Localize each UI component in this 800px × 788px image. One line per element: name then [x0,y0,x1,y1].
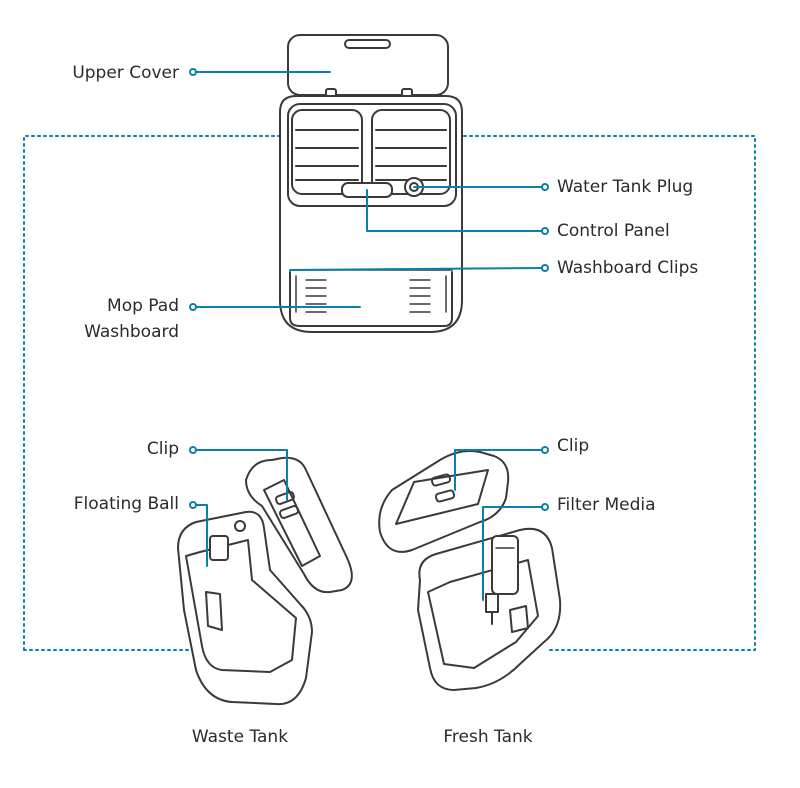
fresh-tank [378,450,562,691]
label-washboard-clips: Washboard Clips [557,258,699,278]
label-upper-cover: Upper Cover [72,63,179,83]
label-water-tank-plug: Water Tank Plug [557,177,694,197]
base-station [279,34,463,333]
caption-waste-tank: Waste Tank [191,727,289,747]
leader-control-panel [366,189,545,232]
callout-dot [189,501,197,509]
callout-dot [541,503,549,511]
label-filter-media: Filter Media [557,495,656,515]
callout-dot [541,183,549,191]
upper-cover-shape [287,34,449,96]
callout-dot [541,264,549,272]
label-mop-pad-line2: Washboard [84,322,179,342]
leader-floating-ball [192,504,208,567]
callout-dot [189,446,197,454]
callout-dot [189,68,197,76]
leader-clip-right [454,449,546,491]
dotted-frame [23,135,756,651]
waste-tank [177,456,353,706]
callout-dot [541,446,549,454]
label-clip-right: Clip [557,436,590,456]
callout-dot [189,303,197,311]
label-control-panel: Control Panel [557,221,670,241]
leader-filter-media [482,506,546,601]
label-mop-pad-line1: Mop Pad [107,296,179,316]
label-clip-left: Clip [146,439,179,459]
label-floating-ball: Floating Ball [73,494,179,514]
leader-washboard-clips [289,267,545,271]
callout-dot [541,227,549,235]
leader-clip-left [192,449,288,501]
caption-fresh-tank: Fresh Tank [443,727,533,747]
label-mop-pad-washboard: Mop Pad Washboard [84,295,179,343]
